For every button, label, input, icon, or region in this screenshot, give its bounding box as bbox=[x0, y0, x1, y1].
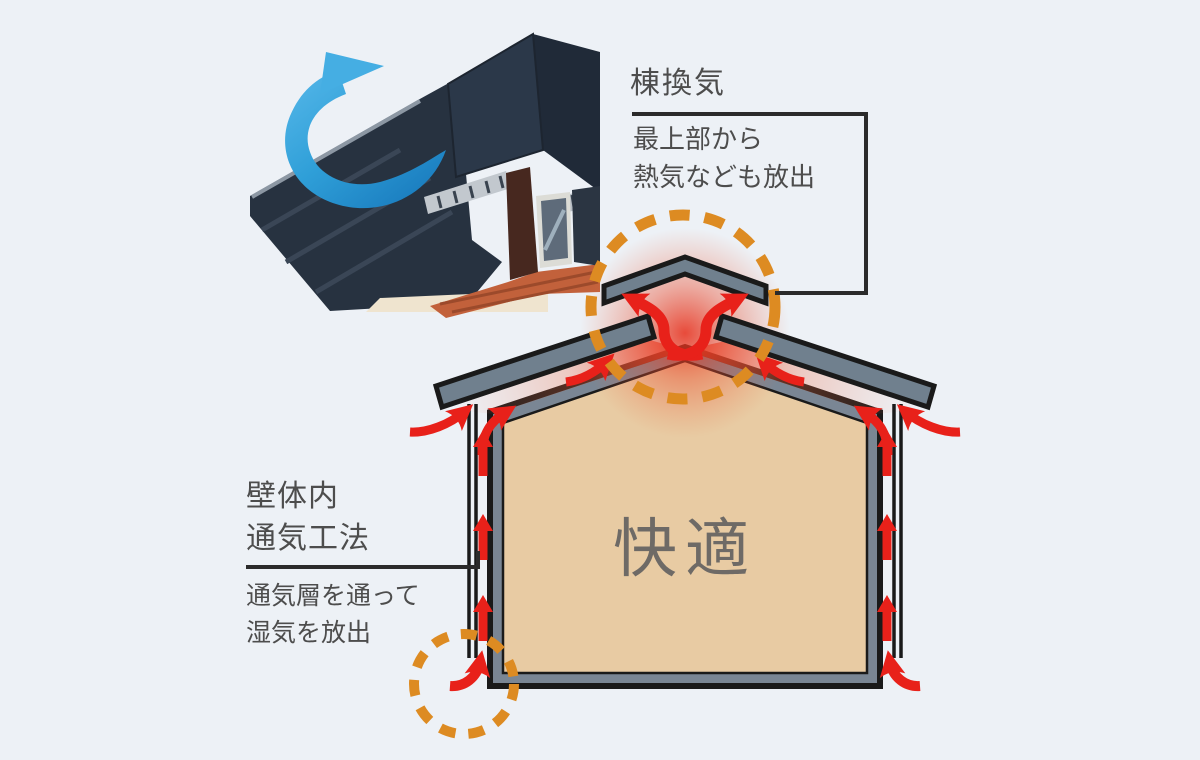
ridge-exit-arrow-right bbox=[666, 293, 749, 361]
ridge-vent-description-line1: 最上部から bbox=[633, 124, 764, 154]
eave-intake-arrow-right bbox=[896, 404, 961, 437]
bottom-entry-arrow-left bbox=[449, 650, 491, 692]
photo-brick-lines bbox=[439, 270, 599, 314]
wall-vent-description: 通気層を通って 湿気を放出 bbox=[246, 578, 420, 652]
ridge-vent-label: 棟換気 bbox=[630, 67, 726, 100]
eave-intake-arrow-left bbox=[409, 404, 474, 437]
house-cross-section bbox=[432, 228, 938, 689]
wall-leader-line bbox=[246, 551, 480, 569]
blue-airflow-swoosh-icon bbox=[285, 52, 446, 209]
bottom-entry-arrow-right bbox=[879, 650, 921, 692]
ridge-vent-description: 最上部から 熱気なども放出 bbox=[633, 120, 815, 196]
roof-band-arrow-right bbox=[755, 353, 805, 387]
wall-vent-description-line2: 湿気を放出 bbox=[246, 619, 372, 647]
photo-vent-slats-left bbox=[424, 171, 511, 214]
photo-corner-board bbox=[506, 167, 538, 280]
comfort-label: 快適 bbox=[613, 513, 757, 585]
ridge-vent-description-line2: 熱気なども放出 bbox=[633, 162, 816, 192]
wall-vent-label: 壁体内 通気工法 bbox=[246, 476, 370, 560]
photo-flashing bbox=[251, 99, 421, 199]
channel-exit-arrow-left bbox=[477, 405, 517, 456]
photo-side-wall bbox=[572, 186, 600, 266]
roof-right-slab bbox=[712, 312, 938, 411]
ridge-cap bbox=[601, 254, 769, 307]
wall-vent-label-line1: 壁体内 bbox=[246, 480, 339, 513]
red-airflow-arrows bbox=[409, 293, 961, 692]
wall-vent-dashed-circle bbox=[409, 629, 519, 739]
photo-brick-wall bbox=[430, 264, 600, 318]
channel-exit-arrow-right bbox=[853, 405, 893, 456]
photo-vent-box-front bbox=[446, 32, 545, 179]
photo-window-reflection bbox=[543, 209, 566, 251]
photo-vent-slat-ticks-left bbox=[436, 175, 505, 209]
ridge-vent-dashed-circle bbox=[585, 209, 781, 405]
roof-band-arrow-left bbox=[565, 353, 615, 387]
ridge-leader-line bbox=[632, 112, 868, 295]
wall-vent-description-line1: 通気層を通って bbox=[246, 582, 420, 610]
ridge-vent-photo bbox=[250, 32, 600, 318]
photo-vent-box-side bbox=[533, 34, 600, 192]
wall-vent-label-line2: 通気工法 bbox=[246, 522, 370, 555]
